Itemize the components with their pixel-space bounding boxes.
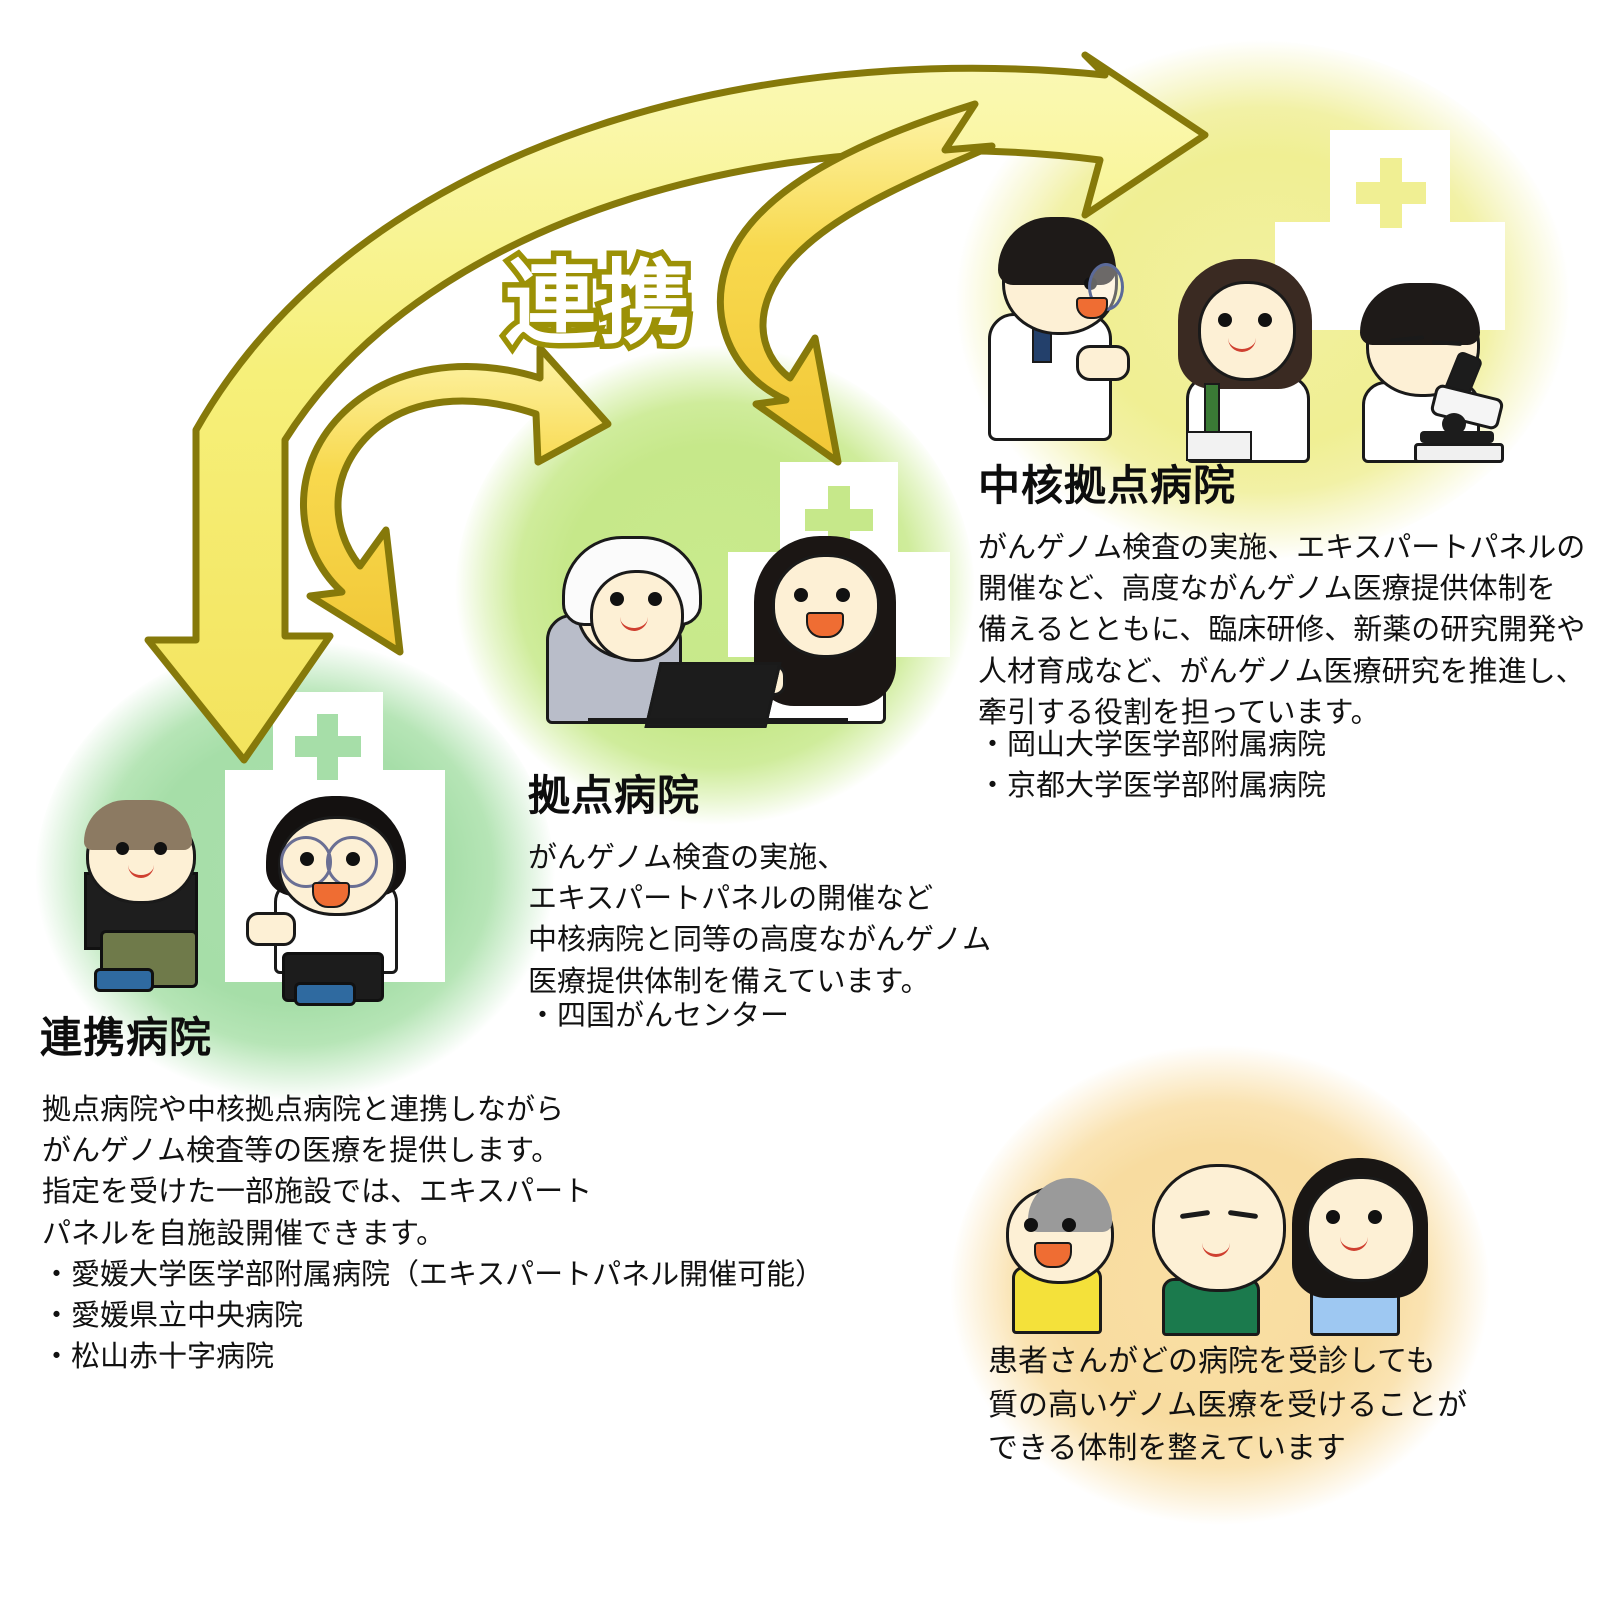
glasses-icon-left	[280, 836, 332, 888]
stool-icon	[294, 982, 356, 1006]
microscope-lens	[1442, 413, 1466, 435]
section-title-base: 拠点病院	[528, 772, 701, 819]
eye-icon	[1368, 1210, 1382, 1224]
eye-icon	[610, 592, 624, 606]
section-description-link: 拠点病院や中核拠点病院と連携しながら がんゲノム検査等の医療を提供します。 指定…	[42, 1094, 593, 1250]
microscope-stage	[1420, 431, 1494, 443]
mouth-icon	[1034, 1242, 1072, 1268]
hand-icon	[1076, 345, 1130, 381]
elderly-face	[1152, 1164, 1286, 1292]
mouth-icon	[806, 612, 844, 638]
patients-description: 患者さんがどの病院を受診しても 質の高いゲノム医療を受けることが できる体制を整…	[988, 1345, 1468, 1465]
eye-icon	[116, 842, 129, 855]
illustration-base-consult	[540, 530, 910, 728]
list-item: ・岡山大学医学部附属病院	[978, 729, 1327, 761]
desk-line	[588, 718, 848, 724]
illustration-patients-group	[1000, 1150, 1428, 1336]
eye-icon	[648, 592, 662, 606]
section-description-base: がんゲノム検査の実施、 エキスパートパネルの開催など 中核病院と同等の高度ながん…	[528, 842, 992, 998]
patient-hair	[84, 800, 192, 850]
list-item: ・京都大学医学部附属病院	[978, 770, 1327, 803]
cross-icon-bar	[295, 736, 361, 757]
mouth-icon	[1202, 1242, 1230, 1257]
cross-icon-bar	[1356, 182, 1426, 204]
eye-icon	[1218, 313, 1232, 327]
eye-icon	[836, 588, 850, 602]
list-item: ・四国がんセンター	[528, 1000, 790, 1032]
eye-icon	[794, 588, 808, 602]
glasses-icon-right	[326, 836, 378, 888]
list-item: ・愛媛大学医学部附属病院（エキスパートパネル開催可能）	[42, 1259, 825, 1291]
mouth-icon	[1340, 1236, 1368, 1251]
connector-label: 連携	[499, 253, 696, 356]
eye-icon	[154, 842, 167, 855]
section-title-hub: 中核拠点病院	[978, 462, 1237, 509]
mouth-icon	[1228, 337, 1256, 352]
eye-icon	[1326, 1210, 1340, 1224]
patient-face	[1306, 1176, 1416, 1282]
mouth-icon	[312, 882, 350, 908]
doctor-face	[772, 554, 880, 658]
illustration-link-consult	[78, 770, 418, 1006]
illustration-hub-doctors	[980, 185, 1505, 463]
hand-icon	[246, 912, 296, 946]
hospital-list-hub: ・岡山大学医学部附属病院 ・京都大学医学部附属病院	[978, 725, 1326, 807]
list-item: ・愛媛県立中央病院	[42, 1300, 304, 1333]
eye-icon	[1258, 313, 1272, 327]
microscope-foot	[1414, 443, 1504, 463]
list-item: ・松山赤十字病院	[42, 1341, 275, 1374]
section-title-link: 連携病院	[40, 1014, 213, 1061]
eye-icon	[1024, 1218, 1038, 1232]
doctor-face-front	[1198, 281, 1296, 381]
cross-icon-bar	[805, 509, 873, 531]
stool-icon	[94, 968, 154, 992]
mouth-icon	[128, 864, 154, 878]
hospital-list-link: ・愛媛大学医学部附属病院（エキスパートパネル開催可能） ・愛媛県立中央病院 ・松…	[42, 1255, 824, 1379]
hospital-list-base: ・四国がんセンター	[528, 996, 789, 1037]
doctor-hair	[1360, 283, 1480, 345]
eye-icon	[1062, 1218, 1076, 1232]
section-description-hub: がんゲノム検査の実施、エキスパートパネルの 開催など、高度ながんゲノム医療提供体…	[978, 532, 1586, 729]
